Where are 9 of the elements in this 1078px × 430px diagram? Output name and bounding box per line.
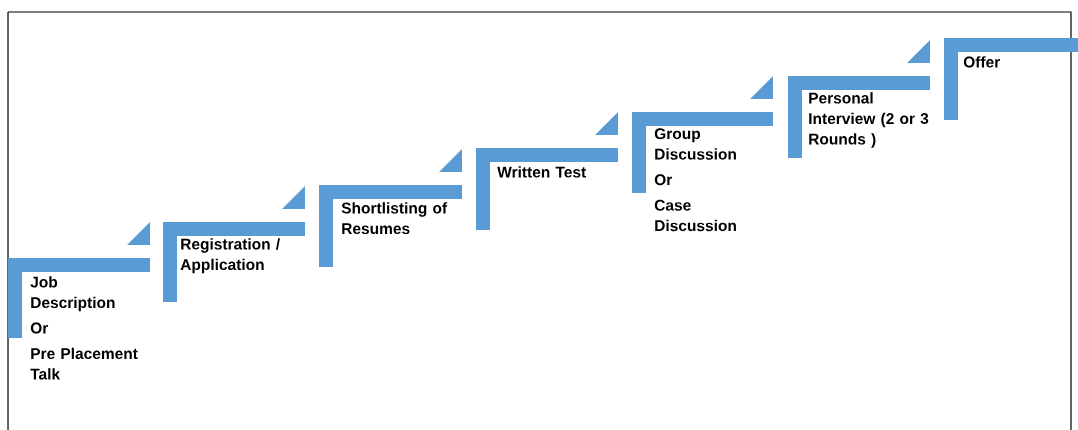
- stair-step: Group Discussion Or Case Discussion: [632, 76, 773, 232]
- stair-step: Job Description Or Pre Placement Talk: [8, 222, 150, 380]
- stair-step: Personal Interview (2 or 3 Rounds ): [788, 40, 930, 158]
- node-label: Case Discussion: [654, 199, 736, 232]
- stair-step: Shortlisting of Resumes: [319, 149, 462, 267]
- stair-step: Registration / Application: [163, 186, 305, 302]
- stair-step: Offer: [944, 38, 1078, 120]
- stair-step: Written Test: [476, 112, 618, 230]
- node-label: Pre Placement Talk: [30, 347, 138, 380]
